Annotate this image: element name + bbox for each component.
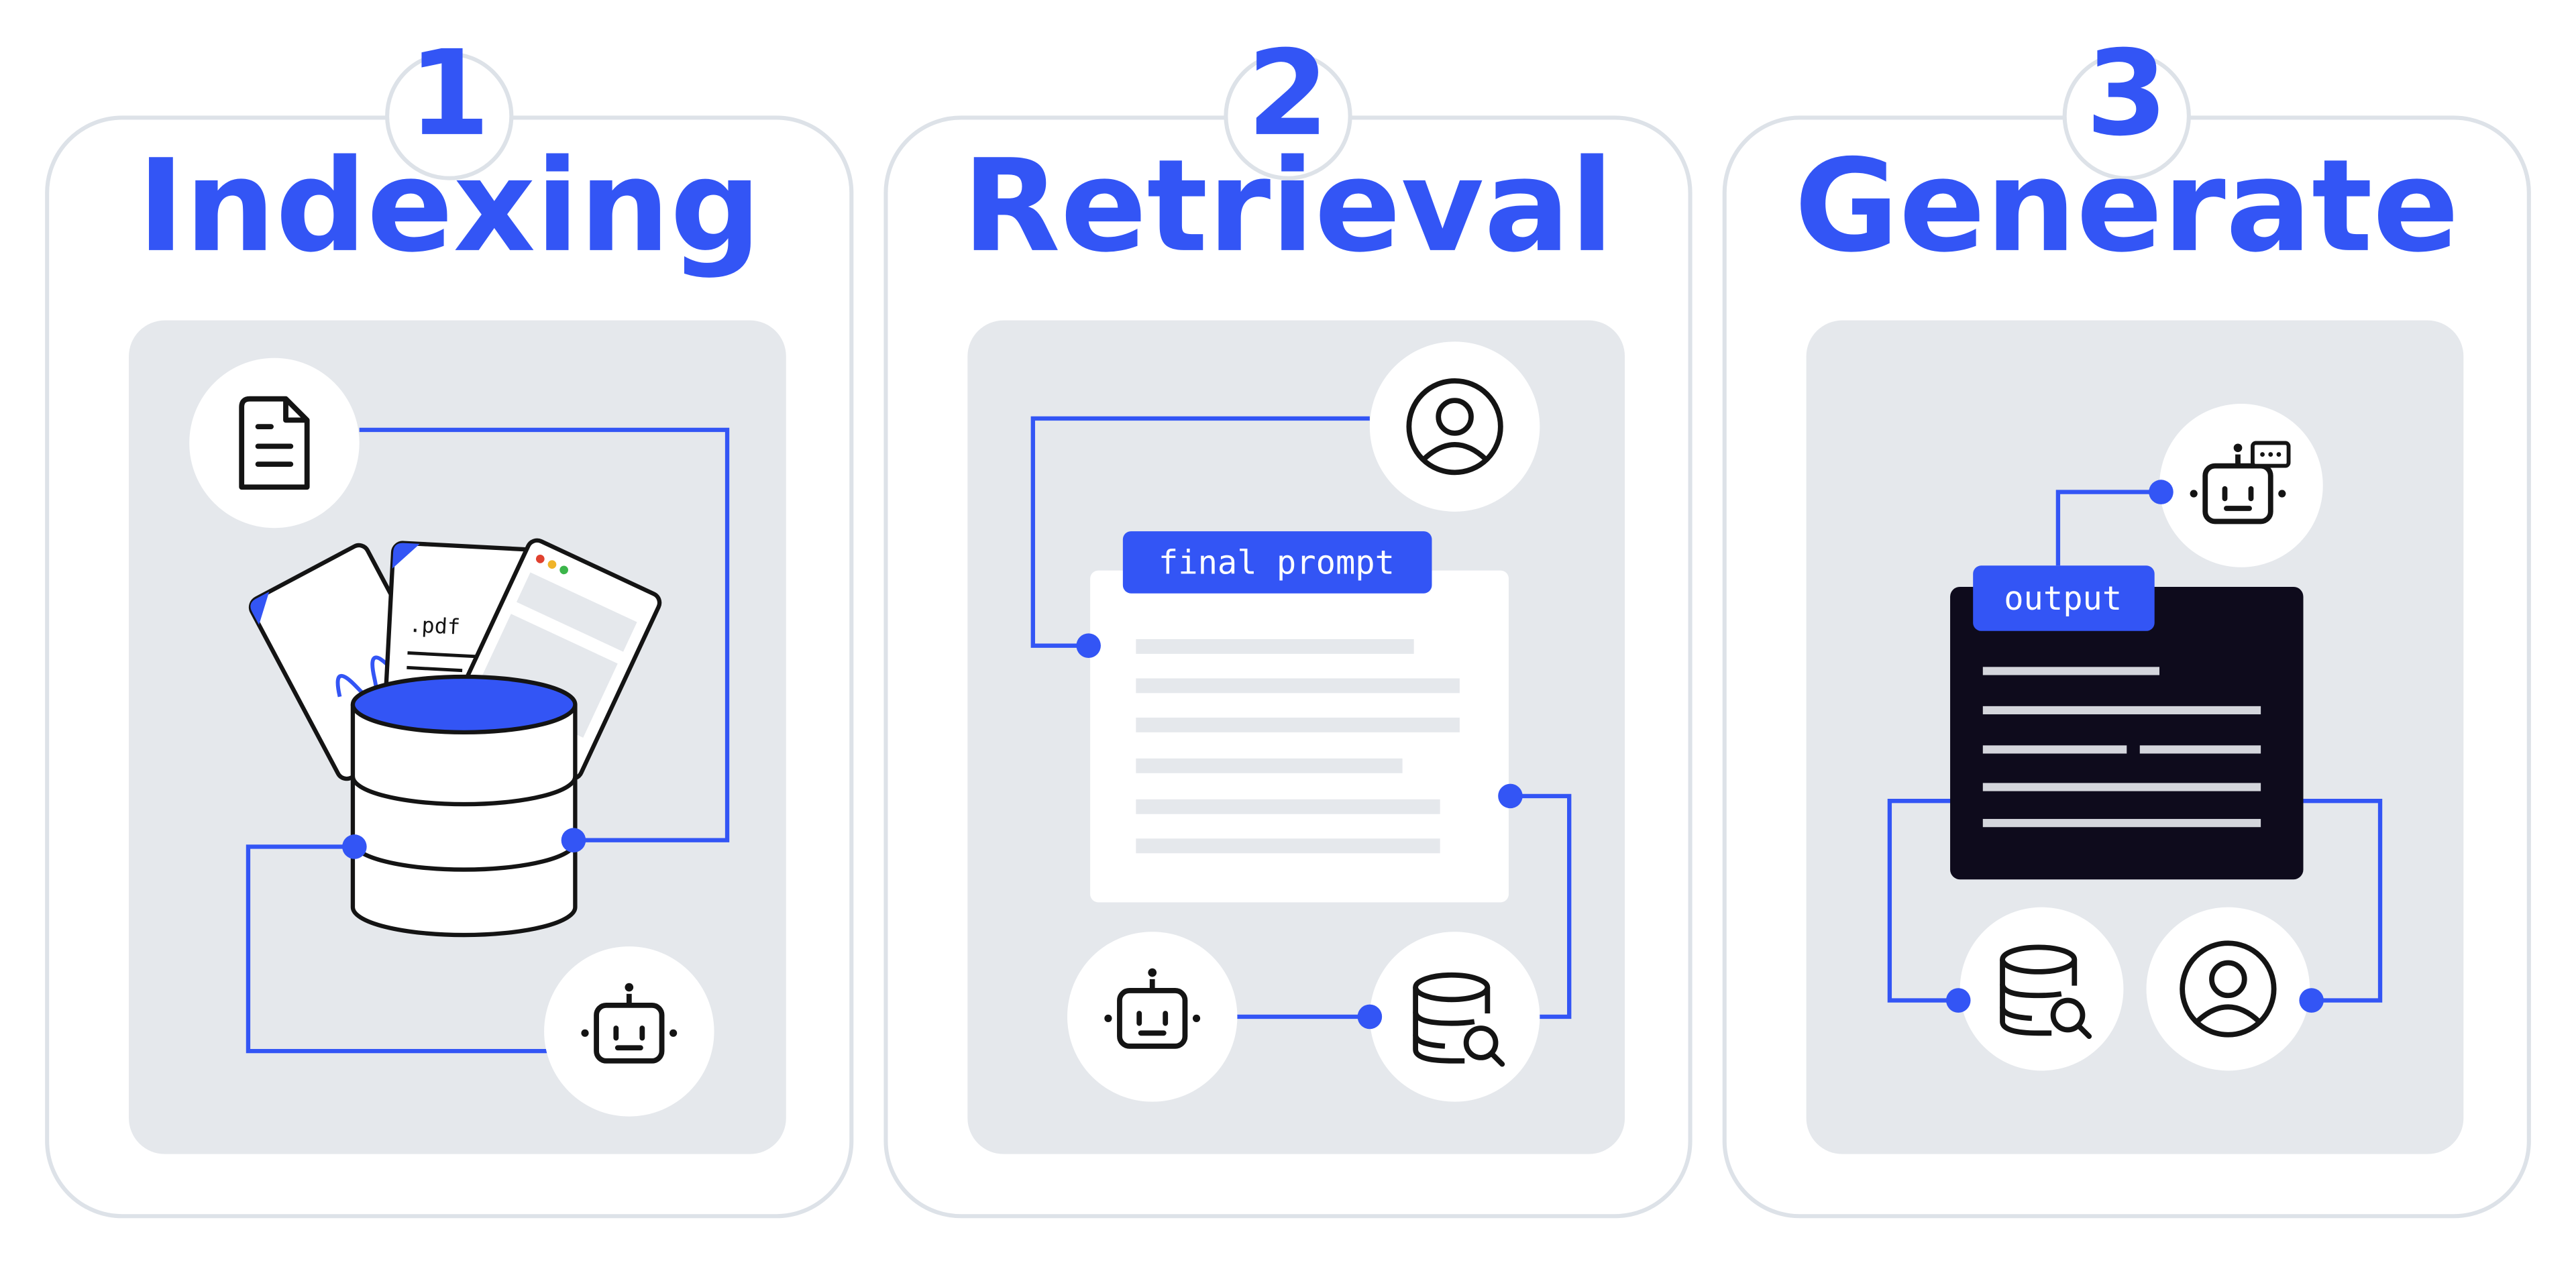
connector-line	[246, 844, 547, 1054]
prompt-tag-label: final prompt	[1159, 544, 1395, 581]
robot-chat-icon	[2190, 443, 2291, 521]
user-node	[2146, 907, 2310, 1071]
file-extension-label: .pdf	[409, 613, 461, 640]
robot-chat-node	[2159, 403, 2323, 567]
step-generate: 3 Generate output	[1722, 25, 2531, 1219]
user-node	[1369, 341, 1540, 512]
step-retrieval: 2 Retrieval final prompt	[883, 25, 1693, 1219]
document-node	[189, 357, 360, 529]
database-icon	[350, 674, 578, 938]
robot-node	[544, 946, 714, 1117]
connector-dot	[2299, 988, 2324, 1013]
step-number-badge	[1224, 52, 1352, 180]
prompt-tag	[1122, 531, 1432, 594]
connector-line	[1510, 793, 1572, 1019]
output-window: output	[1950, 565, 2304, 880]
connector-dot	[1357, 1004, 1383, 1030]
step-number-badge	[2062, 52, 2191, 180]
step-title: Retrieval	[962, 132, 1613, 280]
connector-line	[1887, 799, 1959, 1003]
connector-dot	[1945, 988, 1971, 1013]
connector-line	[2055, 490, 2161, 566]
step-indexing: 1 Indexing .pdf	[45, 25, 854, 1219]
connector-line	[1030, 416, 1370, 648]
connector-dot	[342, 834, 367, 859]
final-prompt-document: final prompt	[1090, 531, 1509, 903]
connector-line	[2303, 799, 2383, 1003]
connector-dot	[1498, 783, 1523, 809]
step-title: Generate	[1794, 132, 2459, 280]
output-tag	[1973, 565, 2155, 631]
database-search-node	[1960, 907, 2124, 1071]
output-tag-label: output	[2004, 580, 2122, 618]
step-number: 2	[1247, 25, 1329, 162]
step-number: 1	[409, 25, 490, 162]
connector-dot	[2149, 480, 2174, 504]
database-search-node	[1369, 932, 1540, 1102]
step-number: 3	[2086, 25, 2167, 162]
step-title: Indexing	[138, 132, 761, 280]
document-icon	[241, 399, 307, 488]
connector-dot	[1076, 633, 1101, 658]
step-number-badge	[385, 52, 514, 180]
robot-node	[1067, 932, 1238, 1102]
connector-line	[359, 427, 730, 842]
connector-dot	[561, 828, 586, 852]
